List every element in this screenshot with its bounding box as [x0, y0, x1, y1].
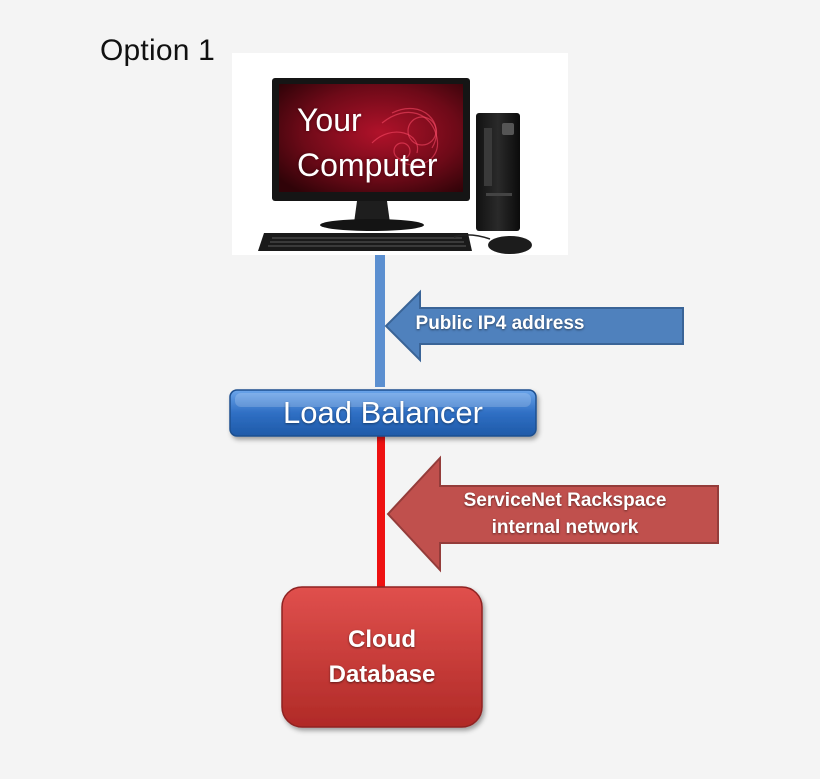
computer-label-line2: Computer [297, 147, 438, 183]
public-arrow-label: Public IP4 address [415, 313, 585, 334]
diagram-title: Option 1 [100, 34, 216, 67]
internal-arrow-label-line1: ServiceNet Rackspace [463, 490, 667, 511]
public-arrow [384, 289, 684, 363]
database-label-line1: Cloud [348, 626, 416, 653]
computer-illustration: Your Computer [232, 53, 568, 255]
internal-network-link [377, 436, 385, 589]
internal-arrow [386, 455, 719, 573]
database-label: Cloud Database [282, 587, 482, 727]
public-network-link [375, 255, 385, 387]
load-balancer-label: Load Balancer [283, 395, 483, 430]
cloud-database-box [281, 586, 483, 728]
computer-icon [258, 78, 532, 254]
computer-label-line1: Your [297, 102, 362, 138]
database-label-line2: Database [328, 661, 436, 688]
load-balancer-box [229, 389, 537, 437]
internal-arrow-label-line2: internal network [491, 517, 639, 538]
